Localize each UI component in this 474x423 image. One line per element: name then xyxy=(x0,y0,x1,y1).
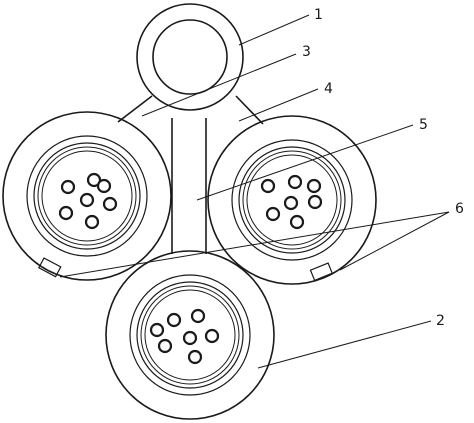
callout-label-3: 3 xyxy=(302,44,311,60)
callout-label-5: 5 xyxy=(419,117,428,133)
callout-label-6: 6 xyxy=(455,201,464,217)
callout-label-2: 2 xyxy=(436,313,445,329)
callout-label-1: 1 xyxy=(314,7,323,23)
callout-label-4: 4 xyxy=(324,81,333,97)
top-ring xyxy=(136,3,244,111)
right-core xyxy=(207,115,377,285)
leader-lines xyxy=(59,14,450,369)
frame-structure xyxy=(117,95,264,254)
left-core xyxy=(2,111,172,281)
bottom-core xyxy=(105,250,275,420)
